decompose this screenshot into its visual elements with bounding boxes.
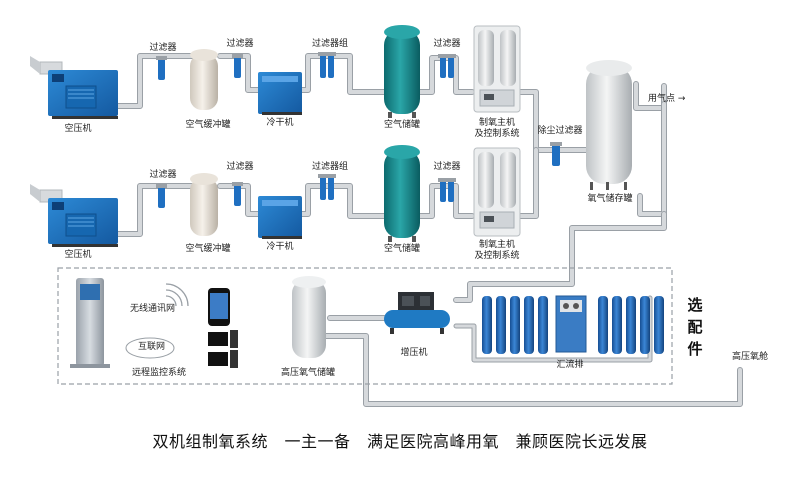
monitoring-kiosk <box>70 278 110 368</box>
pipe-high-pressure <box>317 211 743 407</box>
label-manifold: 汇流排 <box>556 360 584 370</box>
refrigerated-dryer-2 <box>258 196 302 239</box>
label-air-tank-2: 空气储罐 <box>383 244 421 254</box>
label-filter-1b: 过滤器 <box>226 39 254 49</box>
label-oxygen-tank: 氧气储存罐 <box>587 194 633 204</box>
booster-compressor <box>384 292 450 334</box>
label-filter-2c: 过滤器 <box>433 162 461 172</box>
dust-filter-icon <box>550 142 562 166</box>
computer-2-icon <box>208 350 238 368</box>
oxygen-generator-2 <box>473 147 521 237</box>
label-dust-filter: 除尘过滤器 <box>537 126 583 136</box>
smartphone-icon <box>208 288 230 326</box>
filter-1a-icon <box>156 56 167 80</box>
pipe-oxygen-outlet <box>633 81 667 217</box>
filter-1c-icon <box>438 54 456 78</box>
oxygen-cylinders-right <box>598 296 664 354</box>
filter-group-1-icon <box>318 52 336 78</box>
label-dryer-1: 冷干机 <box>266 118 294 128</box>
air-storage-tank-1 <box>384 25 420 118</box>
label-filter-1c: 过滤器 <box>433 39 461 49</box>
air-buffer-tank-2 <box>190 173 218 236</box>
label-dryer-2: 冷干机 <box>266 242 294 252</box>
label-compressor-2: 空压机 <box>64 250 92 260</box>
label-wireless: 无线通讯网 <box>130 304 176 314</box>
high-pressure-oxygen-tank <box>292 276 326 358</box>
diagram-caption: 双机组制氧系统 一主一备 满足医院高峰用氧 兼顾医院长远发展 <box>152 432 648 451</box>
label-generator-2: 制氧主机 及控制系统 <box>474 240 520 261</box>
label-booster: 增压机 <box>400 348 428 358</box>
label-filter-1a: 过滤器 <box>149 43 177 53</box>
label-filter-group-1: 过滤器组 <box>311 39 349 49</box>
filter-group-2-icon <box>318 174 336 200</box>
label-buffer-tank-1: 空气缓冲罐 <box>185 120 231 130</box>
wifi-signal-icon <box>165 283 189 307</box>
oxygen-storage-tank <box>586 60 632 190</box>
label-hp-chamber: 高压氧舱 <box>732 352 769 362</box>
label-remote-monitoring: 远程监控系统 <box>132 368 187 378</box>
filter-2b-icon <box>232 182 243 206</box>
label-filter-2b: 过滤器 <box>226 162 254 172</box>
label-buffer-tank-2: 空气缓冲罐 <box>185 244 231 254</box>
unit-row-1 <box>30 25 521 119</box>
label-filter-2a: 过滤器 <box>149 170 177 180</box>
air-compressor-2 <box>30 184 118 247</box>
label-generator-1: 制氧主机 及控制系统 <box>474 118 520 139</box>
computer-1-icon <box>208 330 238 348</box>
air-storage-tank-2 <box>384 145 420 242</box>
label-compressor-1: 空压机 <box>64 124 92 134</box>
filter-2c-icon <box>438 178 456 202</box>
optional-components-label: 选 配 件 <box>687 296 703 358</box>
refrigerated-dryer-1 <box>258 72 302 115</box>
air-buffer-tank-1 <box>190 49 218 110</box>
label-internet: 互联网 <box>138 342 166 352</box>
oxygen-cylinders-left <box>482 296 548 354</box>
label-use-point: 用气点 → <box>648 94 686 104</box>
label-hp-tank: 高压氧气储罐 <box>280 368 336 378</box>
unit-row-2 <box>30 145 521 247</box>
filter-1b-icon <box>232 54 243 78</box>
network-cloud-icon <box>125 337 175 359</box>
optional-components-box <box>57 267 673 385</box>
label-air-tank-1: 空气储罐 <box>383 120 421 130</box>
air-compressor-1 <box>30 56 118 119</box>
oxygen-generator-1 <box>473 25 521 113</box>
pipe-network <box>115 53 743 407</box>
manifold-panel <box>555 295 587 353</box>
filter-2a-icon <box>156 184 167 208</box>
label-filter-group-2: 过滤器组 <box>311 162 349 172</box>
